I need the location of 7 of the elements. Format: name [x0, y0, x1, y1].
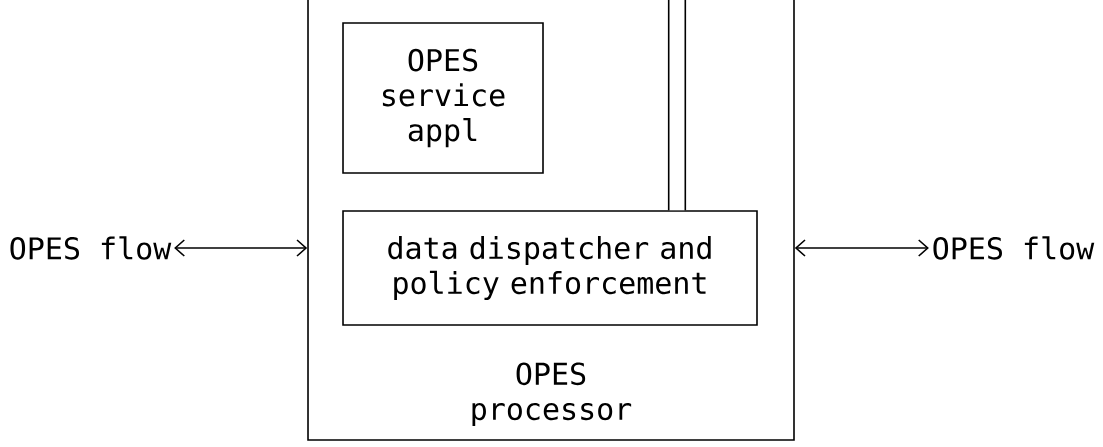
flow-label: OPES flow — [933, 236, 1095, 260]
double-line — [667, 0, 687, 211]
arrow — [794, 239, 929, 257]
arrow — [174, 239, 308, 257]
service-box: OPES service appl — [342, 22, 544, 174]
flow-label: OPES flow — [10, 236, 172, 260]
dispatcher-box: data dispatcher and policy enforcement — [342, 210, 758, 326]
